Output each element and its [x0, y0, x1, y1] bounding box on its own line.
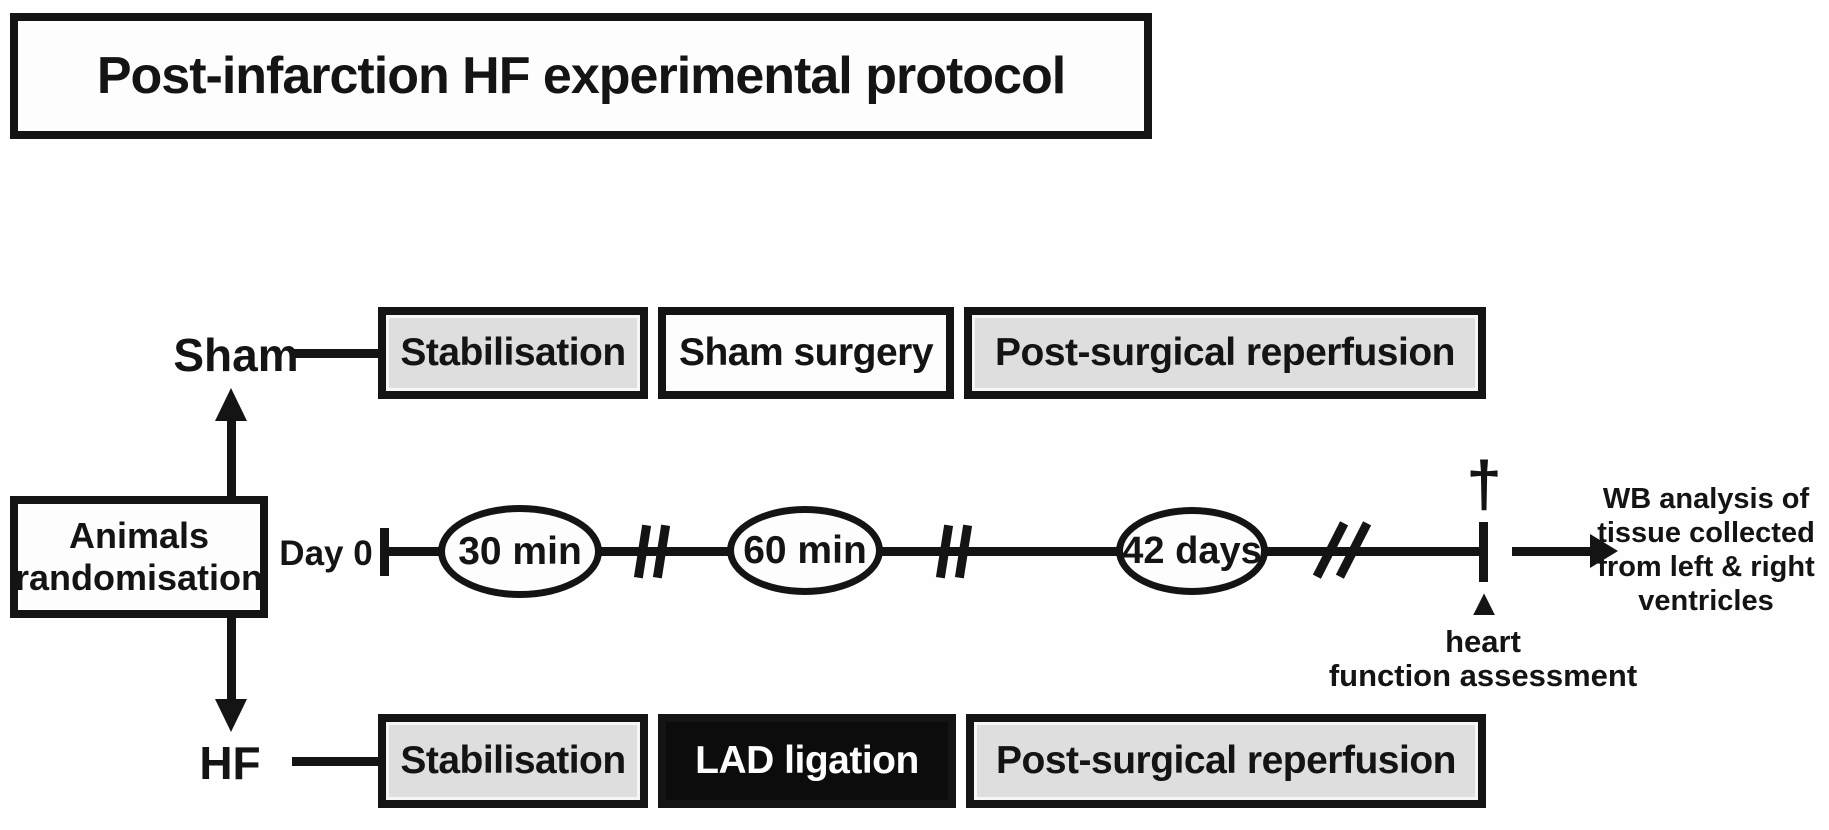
- stage-label: Post-surgical reperfusion: [995, 331, 1455, 374]
- duration-label: 42 days: [1122, 529, 1262, 572]
- sham-group-label: Sham: [173, 329, 299, 381]
- stage-box-sham-stabilisation: Stabilisation: [378, 307, 648, 399]
- stage-label: LAD ligation: [695, 739, 919, 782]
- hf-connector-line: [292, 757, 380, 766]
- page-title: Post-infarction HF experimental protocol: [96, 47, 1066, 105]
- duration-label: 60 min: [743, 528, 867, 572]
- wb-line: tissue collected: [1597, 517, 1815, 549]
- assessment-marker-icon: ▲: [1465, 582, 1503, 623]
- wb-line: ventricles: [1638, 585, 1774, 617]
- stage-box-lad-ligation: LAD ligation: [658, 714, 956, 808]
- rand-line2: randomisation: [14, 557, 264, 598]
- stage-label: Stabilisation: [400, 739, 626, 782]
- stage-box-sham-reperfusion: Post-surgical reperfusion: [964, 307, 1486, 399]
- arrow-down-shaft: [227, 616, 236, 701]
- stage-label: Stabilisation: [400, 331, 626, 374]
- timeline-start-tick: [380, 528, 389, 576]
- duration-label: 30 min: [458, 529, 582, 573]
- timeline-end-tick: [1479, 522, 1488, 582]
- stage-label: Post-surgical reperfusion: [996, 739, 1456, 782]
- arrow-up-icon: [215, 388, 247, 421]
- stage-box-hf-stabilisation: Stabilisation: [378, 714, 648, 808]
- hf-group-label: HF: [199, 737, 261, 789]
- arrow-down-icon: [215, 699, 247, 732]
- sham-connector-line: [292, 349, 380, 358]
- wb-line: from left & right: [1597, 551, 1815, 583]
- arrow-up-shaft: [227, 418, 236, 498]
- stage-box-sham-surgery: Sham surgery: [658, 307, 954, 399]
- duration-ellipse-42days: 42 days: [1116, 507, 1268, 595]
- title-box: Post-infarction HF experimental protocol: [10, 13, 1152, 139]
- heart-assessment-line2: function assessment: [1328, 658, 1638, 693]
- day0-label: Day 0: [279, 534, 373, 573]
- wb-line: WB analysis of: [1602, 483, 1810, 515]
- wb-analysis-text: WB analysis of tissue collected from lef…: [1590, 482, 1822, 618]
- stage-label: Sham surgery: [678, 331, 934, 374]
- animals-randomisation-box: Animals randomisation: [10, 496, 268, 618]
- arrow-right-icon: [1590, 534, 1618, 568]
- arrow-right-shaft: [1512, 547, 1592, 556]
- dagger-icon: †: [1466, 448, 1502, 520]
- stage-box-hf-reperfusion: Post-surgical reperfusion: [966, 714, 1486, 808]
- duration-ellipse-30min: 30 min: [438, 505, 602, 598]
- timeline-line: [383, 547, 1483, 556]
- rand-line1: Animals: [68, 514, 210, 556]
- heart-assessment-line1: heart: [1445, 624, 1521, 659]
- duration-ellipse-60min: 60 min: [727, 506, 883, 595]
